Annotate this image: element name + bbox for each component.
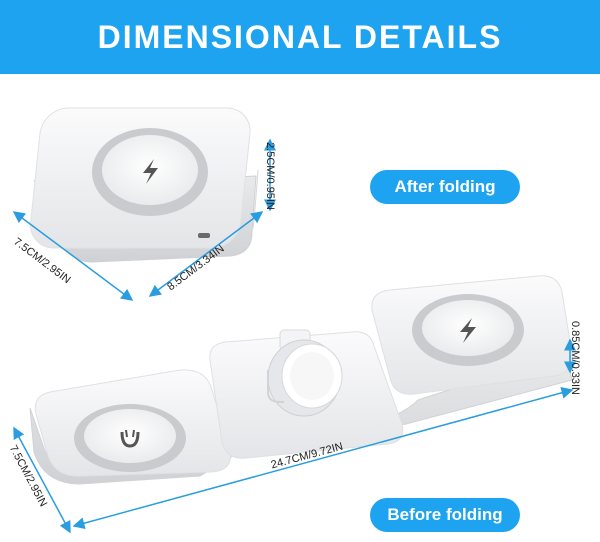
- folded-height-label: 2.5CM/0.95IN: [263, 142, 276, 210]
- usb-port: [198, 233, 210, 238]
- unfolded-width-line: [13, 426, 71, 534]
- before-folding-badge: Before folding: [370, 498, 520, 532]
- title-banner: [0, 0, 600, 74]
- folded-width-line: [12, 211, 134, 301]
- after-folding-badge: After folding: [370, 170, 520, 204]
- lightning-icon: [460, 318, 476, 343]
- folded-depth-line: [148, 211, 264, 297]
- page-title: DIMENSIONAL DETAILS: [97, 19, 503, 55]
- unfolded-height-label: 0.85CM/0.33IN: [568, 321, 581, 395]
- lightning-icon: [143, 159, 158, 184]
- unfolded-length-line: [72, 386, 574, 530]
- folded-charger: [30, 107, 259, 263]
